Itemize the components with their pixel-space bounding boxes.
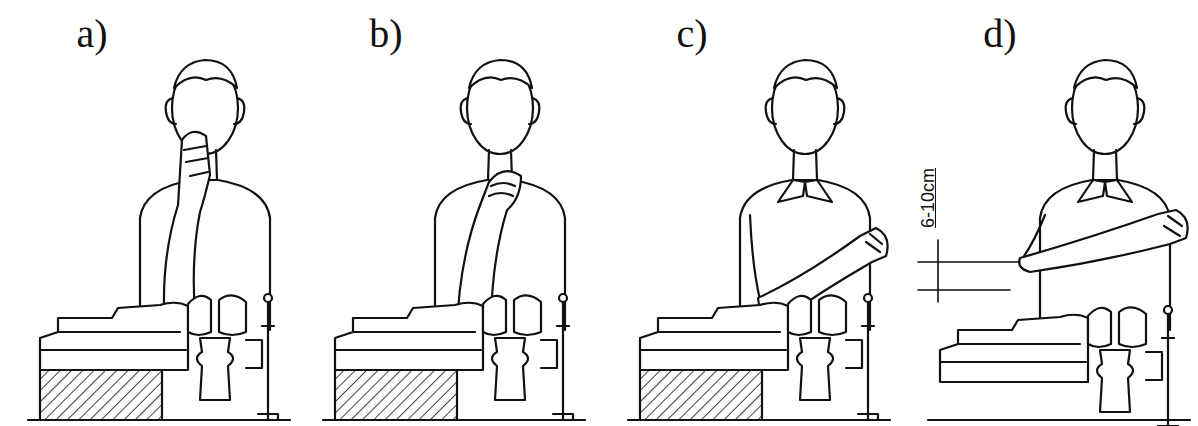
bench-vise bbox=[640, 294, 878, 420]
bench-vise bbox=[335, 294, 573, 420]
panel-letter: b) bbox=[369, 14, 402, 54]
hand-fingers bbox=[866, 234, 882, 252]
extension-line bbox=[918, 261, 1020, 263]
worker-head bbox=[461, 60, 540, 180]
panel-letter: d) bbox=[983, 14, 1016, 54]
worker-head bbox=[766, 60, 845, 180]
bench-vise bbox=[940, 306, 1178, 426]
panel-c bbox=[628, 60, 890, 420]
dimension-label: 6-10cm bbox=[919, 168, 937, 228]
shirt-collar bbox=[778, 180, 832, 202]
panel-letter: c) bbox=[676, 14, 707, 54]
shirt-collar bbox=[1078, 180, 1132, 202]
hand-fingers bbox=[1164, 216, 1182, 236]
bench-top bbox=[323, 419, 585, 421]
bench-top bbox=[928, 419, 1190, 421]
bench-top bbox=[28, 419, 290, 421]
upper-arm bbox=[1024, 215, 1045, 256]
bench-block bbox=[335, 370, 457, 420]
bench-block bbox=[40, 370, 162, 420]
hand-fingers bbox=[184, 146, 208, 176]
panel-d bbox=[918, 60, 1190, 426]
panel-letter: a) bbox=[76, 14, 107, 54]
extension-line bbox=[918, 289, 1010, 291]
folded-arm bbox=[1019, 210, 1188, 272]
hand-fingers bbox=[489, 183, 515, 196]
bench-block bbox=[640, 370, 762, 420]
panel-a bbox=[28, 60, 290, 420]
dimension-line bbox=[937, 240, 939, 302]
panel-b bbox=[323, 60, 585, 420]
worker-head bbox=[1066, 60, 1145, 180]
upper-arm bbox=[750, 215, 760, 300]
bench-vise bbox=[40, 294, 278, 420]
bench-top bbox=[628, 419, 890, 421]
